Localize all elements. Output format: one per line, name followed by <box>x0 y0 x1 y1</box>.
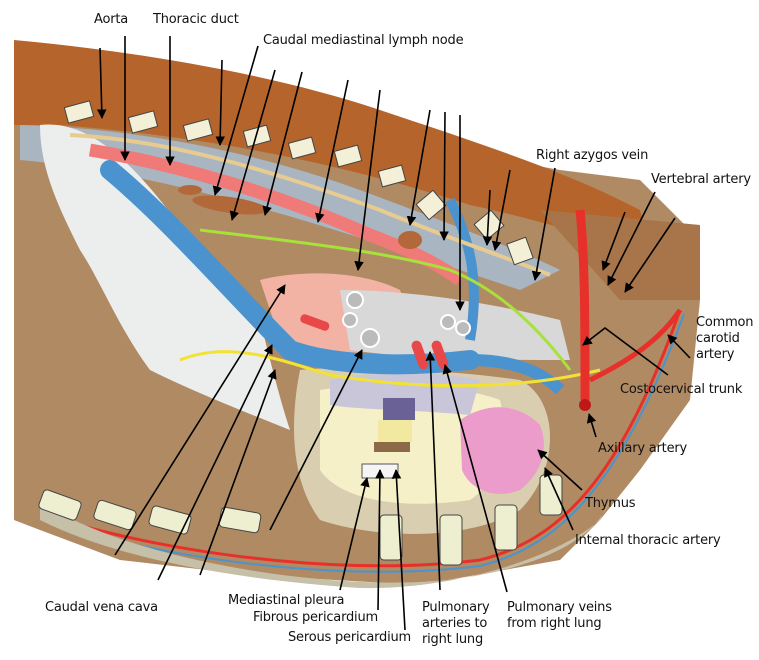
label-axillary-artery: Axillary artery <box>598 441 688 456</box>
ribs <box>38 474 610 589</box>
label-thymus: Thymus <box>585 496 636 511</box>
label-right-azygos-vein: Right azygos vein <box>536 148 649 163</box>
aorta <box>88 143 464 286</box>
label-pulmonary-arteries: Pulmonary arteries to right lung <box>422 600 490 647</box>
brachiocephalic-artery <box>575 209 590 401</box>
leader-azygos <box>531 167 556 281</box>
leader-thymus <box>537 449 583 491</box>
caudal-vena-cava <box>100 160 480 375</box>
label-serous-pericardium: Serous pericardium <box>288 630 412 645</box>
lymph-node <box>192 195 268 215</box>
epaxial-muscle <box>14 40 650 250</box>
leader-costocervical <box>582 326 669 376</box>
label-pulmonary-veins: Pulmonary veins from right lung <box>507 600 612 631</box>
phrenic-nerve <box>179 350 601 388</box>
leader-lines <box>96 36 691 631</box>
leader-internal-thoracic <box>544 467 574 531</box>
common-carotid-artery <box>588 308 683 383</box>
leader-lymph-node <box>212 45 259 196</box>
label-fibrous-pericardium: Fibrous pericardium <box>253 610 378 625</box>
vagus-nerve <box>199 228 572 371</box>
label-mediastinal-pleura: Mediastinal pleura <box>228 593 345 608</box>
lung-region <box>40 124 290 431</box>
leader-cvc-1 <box>114 284 286 556</box>
leader-vertebral-artery <box>607 191 656 286</box>
internal-thoracic-artery <box>59 309 682 568</box>
leader-common-carotid <box>667 334 691 359</box>
label-thoracic-duct: Thoracic duct <box>153 12 239 27</box>
leader-mediastinal-pleura <box>339 477 370 591</box>
axillary-artery-end <box>579 399 591 411</box>
label-costocervical-trunk: Costocervical trunk <box>620 382 743 397</box>
right-azygos-vein <box>445 197 479 341</box>
leader-pulm-veins <box>442 364 508 593</box>
leader-serous <box>391 469 406 631</box>
label-caudal-mediastinal-lymph-node: Caudal mediastinal lymph node <box>263 33 464 48</box>
label-aorta: Aorta <box>94 12 129 27</box>
label-common-carotid-artery: Common carotid artery <box>696 315 754 362</box>
label-internal-thoracic-artery: Internal thoracic artery <box>575 533 721 548</box>
thymus <box>460 407 544 494</box>
label-caudal-vena-cava: Caudal vena cava <box>45 600 158 615</box>
pulmonary-vessels <box>300 291 471 370</box>
label-vertebral-artery: Vertebral artery <box>651 172 751 187</box>
leader-fibrous <box>375 469 385 611</box>
leader-axillary <box>586 413 597 438</box>
vertebrae <box>63 100 534 266</box>
thoracic-duct <box>69 133 551 277</box>
leader-pulm-arteries <box>425 351 441 591</box>
